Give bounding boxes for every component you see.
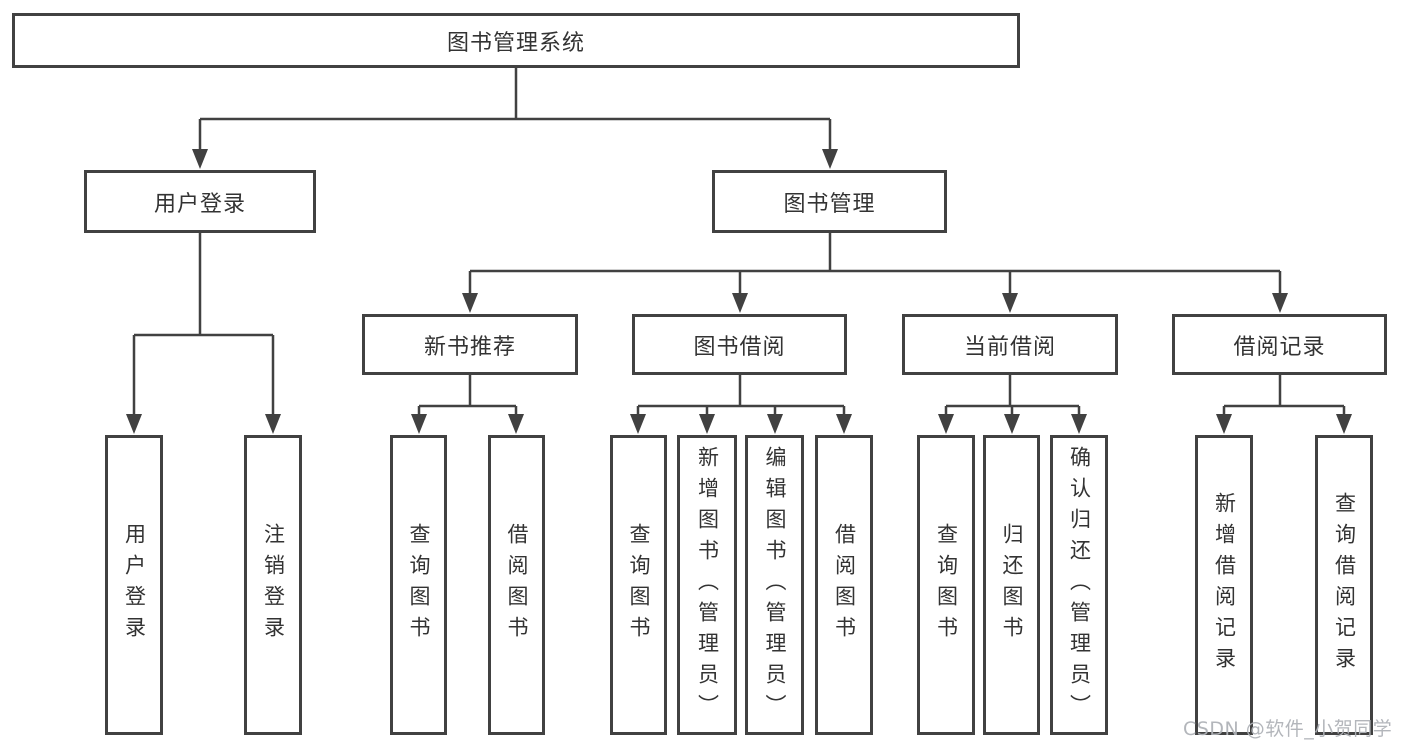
leaf-logout: 注销登录: [244, 435, 302, 735]
arrow-down-icon: [1216, 414, 1232, 434]
arrow-down-icon: [126, 414, 142, 434]
leaf-record-add-label: 新增借阅记录: [1212, 492, 1237, 678]
leaf-borrow-query-label: 查询图书: [627, 523, 651, 647]
node-new-book-rec: 新书推荐: [362, 314, 578, 375]
node-book-borrow: 图书借阅: [632, 314, 847, 375]
leaf-user-login: 用户登录: [105, 435, 163, 735]
leaf-logout-label: 注销登录: [261, 523, 286, 647]
connector-book-mgmt: [468, 233, 1282, 296]
node-root-label: 图书管理系统: [446, 30, 585, 56]
leaf-borrow-query: 查询图书: [610, 435, 667, 735]
arrow-down-icon: [699, 414, 715, 434]
connector-borrow-records: [1222, 375, 1346, 416]
node-book-borrow-label: 图书借阅: [693, 334, 786, 360]
node-current-borrow-label: 当前借阅: [963, 334, 1056, 360]
connector-book-borrow: [636, 375, 846, 416]
leaf-rec-borrow-label: 借阅图书: [505, 523, 529, 647]
arrow-down-icon: [1336, 414, 1352, 434]
node-root: 图书管理系统: [12, 13, 1020, 68]
leaf-rec-query-label: 查询图书: [407, 523, 431, 647]
leaf-cur-return-label: 归还图书: [1000, 523, 1024, 647]
leaf-borrow-edit-label: 编辑图书（管理员）: [763, 445, 787, 725]
arrow-down-icon: [836, 414, 852, 434]
leaf-record-query-label: 查询借阅记录: [1332, 492, 1357, 678]
arrow-down-icon: [767, 414, 783, 434]
connector-user-login: [132, 233, 275, 416]
leaf-user-login-label: 用户登录: [122, 523, 147, 647]
connector-new-book-rec: [417, 375, 518, 416]
leaf-borrow-borrow-label: 借阅图书: [832, 523, 857, 647]
arrow-down-icon: [822, 149, 838, 169]
leaf-cur-confirm: 确认归还（管理员）: [1050, 435, 1108, 735]
arrow-down-icon: [1004, 414, 1020, 434]
arrow-down-icon: [1002, 293, 1018, 313]
arrow-down-icon: [411, 414, 427, 434]
leaf-rec-query: 查询图书: [390, 435, 447, 735]
arrow-down-icon: [732, 293, 748, 313]
leaf-cur-return: 归还图书: [983, 435, 1040, 735]
leaf-record-query: 查询借阅记录: [1315, 435, 1373, 735]
node-user-login-label: 用户登录: [153, 191, 246, 217]
arrow-down-icon: [265, 414, 281, 434]
arrow-down-icon: [192, 149, 208, 169]
watermark: CSDN @软件_小贺同学: [1183, 718, 1393, 740]
connector-root: [198, 68, 832, 152]
arrow-down-icon: [1272, 293, 1288, 313]
leaf-cur-query: 查询图书: [917, 435, 975, 735]
arrow-down-icon: [508, 414, 524, 434]
leaf-borrow-add-label: 新增图书（管理员）: [695, 445, 720, 725]
arrow-down-icon: [630, 414, 646, 434]
arrow-down-icon: [1071, 414, 1087, 434]
arrow-down-icon: [938, 414, 954, 434]
leaf-rec-borrow: 借阅图书: [488, 435, 545, 735]
leaf-borrow-borrow: 借阅图书: [815, 435, 873, 735]
leaf-record-add: 新增借阅记录: [1195, 435, 1253, 735]
leaf-borrow-edit: 编辑图书（管理员）: [745, 435, 804, 735]
node-current-borrow: 当前借阅: [902, 314, 1118, 375]
leaf-cur-confirm-label: 确认归还（管理员）: [1067, 445, 1092, 725]
arrow-down-icon: [462, 293, 478, 313]
node-borrow-records-label: 借阅记录: [1233, 334, 1326, 360]
node-new-book-rec-label: 新书推荐: [423, 334, 516, 360]
leaf-cur-query-label: 查询图书: [934, 523, 959, 647]
node-book-mgmt-label: 图书管理: [783, 191, 876, 217]
node-borrow-records: 借阅记录: [1172, 314, 1387, 375]
leaf-borrow-add: 新增图书（管理员）: [677, 435, 737, 735]
node-user-login: 用户登录: [84, 170, 316, 233]
node-book-mgmt: 图书管理: [712, 170, 947, 233]
connector-current-borrow: [944, 375, 1081, 416]
